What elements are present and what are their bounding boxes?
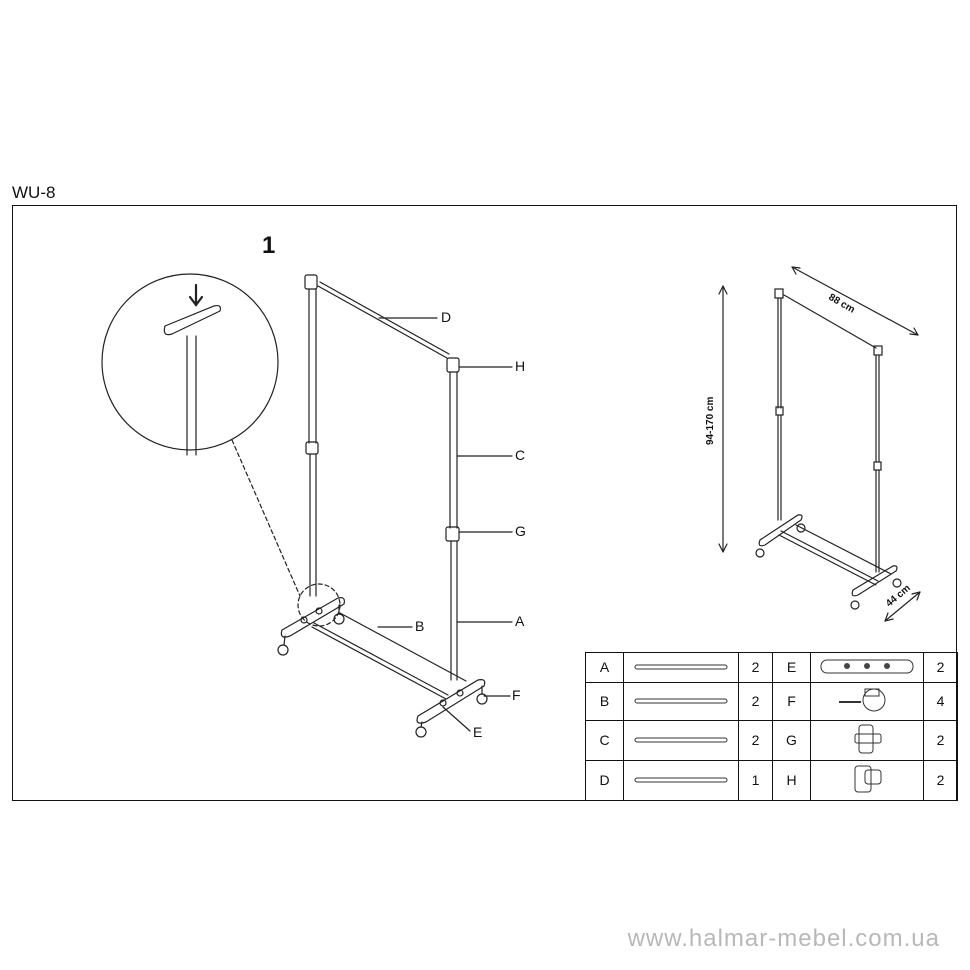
callout-G: G — [515, 523, 526, 539]
model-code: WU-8 — [12, 183, 56, 202]
part-qty: 1 — [738, 759, 773, 802]
part-qty: 4 — [923, 681, 958, 721]
corner-connector-icon — [810, 759, 924, 802]
step-number: 1 — [262, 232, 276, 259]
part-letter: G — [772, 719, 811, 761]
part-letter: A — [585, 652, 624, 683]
height-clamp-icon — [810, 719, 924, 761]
callout-E: E — [473, 724, 483, 740]
part-letter: C — [585, 719, 624, 761]
table-row: B 2 F 4 — [585, 681, 958, 721]
part-qty: 2 — [923, 719, 958, 761]
detail-magnifier — [101, 273, 341, 627]
table-row: A 2 E 2 — [585, 652, 958, 683]
tube-icon — [623, 719, 739, 761]
base-foot-icon — [810, 652, 924, 683]
callout-C: C — [515, 447, 526, 463]
tube-icon — [623, 759, 739, 802]
tube-icon — [623, 681, 739, 721]
part-qty: 2 — [738, 681, 773, 721]
part-qty: 2 — [923, 759, 958, 802]
parts-table: A 2 E 2 B 2 F 4 C 2 G 2 D 1 H 2 — [585, 652, 958, 802]
callout-A: A — [515, 613, 525, 629]
height-dimension-label: 94-170 cm — [705, 396, 716, 445]
callout-leaders — [377, 317, 513, 732]
watermark-text: www.halmar-mebel.com.ua — [627, 925, 940, 952]
instruction-frame — [12, 205, 957, 801]
part-letter: D — [585, 759, 624, 802]
part-letter: E — [772, 652, 811, 683]
dimension-drawing — [718, 266, 921, 622]
part-letter: H — [772, 759, 811, 802]
callout-B: B — [415, 618, 425, 634]
part-letter: F — [772, 681, 811, 721]
callout-D: D — [441, 309, 452, 325]
callout-H: H — [515, 358, 526, 374]
part-qty: 2 — [923, 652, 958, 683]
part-letter: B — [585, 681, 624, 721]
tube-icon — [623, 652, 739, 683]
caster-wheel-icon — [810, 681, 924, 721]
part-qty: 2 — [738, 652, 773, 683]
part-qty: 2 — [738, 719, 773, 761]
callout-F: F — [512, 687, 521, 703]
main-rack-drawing — [277, 274, 488, 738]
table-row: C 2 G 2 — [585, 719, 958, 761]
table-row: D 1 H 2 — [585, 759, 958, 802]
